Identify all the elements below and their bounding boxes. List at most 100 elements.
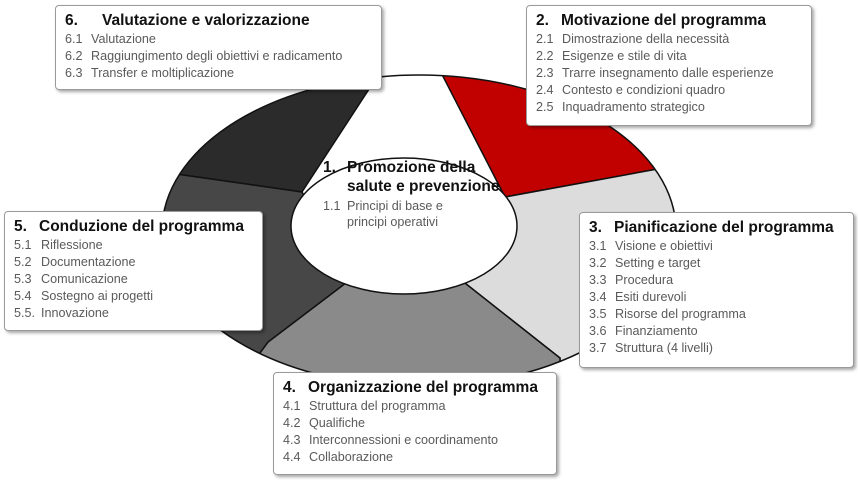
list-item-number: 6.1: [65, 32, 83, 46]
list-item-number: 3.6: [589, 324, 607, 338]
list-item-text: Innovazione: [41, 306, 109, 320]
list-item-number: 5.3: [14, 272, 32, 286]
list-item: 4.1 Struttura del programma: [283, 398, 548, 415]
list-item-text: Struttura del programma: [309, 399, 446, 413]
list-item-number: 4.4: [283, 450, 301, 464]
list-item: 6.1 Valutazione: [65, 31, 373, 48]
list-item-number: 2.2: [536, 49, 554, 63]
list-item-number: 2.5: [536, 100, 554, 114]
list-item-number: 5.5.: [14, 306, 36, 320]
conduzione-title-number: 5.: [14, 218, 27, 235]
motivazione-title: 2. Motivazione del programma: [536, 11, 803, 30]
list-item: 2.4 Contesto e condizioni quadro: [536, 82, 803, 99]
pianificazione-title-number: 3.: [589, 219, 602, 236]
list-item: 3.2 Setting e target: [589, 255, 845, 272]
list-item-text: Transfer e moltiplicazione: [91, 66, 235, 80]
list-item-text: Setting e target: [615, 256, 701, 270]
organizzazione-title-text: Organizzazione del programma: [308, 379, 538, 396]
organizzazione-title-number: 4.: [283, 379, 296, 396]
list-item-number: 6.3: [65, 66, 83, 80]
conduzione-title: 5. Conduzione del programma: [14, 217, 254, 236]
list-item-text: Risorse del programma: [615, 307, 746, 321]
motivazione-item-list: 2.1 Dimostrazione della necessità 2.2 Esige…: [536, 31, 803, 116]
box-conduzione: 5. Conduzione del programma 5.1 Riflessione…: [4, 211, 263, 331]
list-item-text: Esiti durevoli: [615, 290, 687, 304]
list-item-number: 3.7: [589, 341, 607, 355]
box-valutazione: 6. Valutazione e valorizzazione 6.1 Valutaz…: [55, 5, 382, 90]
list-item: 5.4 Sostegno ai progetti: [14, 288, 254, 305]
list-item: 4.4 Collaborazione: [283, 449, 548, 466]
list-item-text: Valutazione: [91, 32, 156, 46]
valutazione-title-text: Valutazione e valorizzazione: [102, 12, 310, 29]
list-item-number: 5.4: [14, 289, 32, 303]
list-item-number: 2.1: [536, 32, 554, 46]
box-organizzazione: 4. Organizzazione del programma 4.1 Struttu…: [273, 372, 557, 475]
motivazione-title-text: Motivazione del programma: [561, 12, 766, 29]
list-item-number: 3.4: [589, 290, 607, 304]
list-item-text: Comunicazione: [41, 272, 128, 286]
list-item: 5.3 Comunicazione: [14, 271, 254, 288]
list-item-text: Contesto e condizioni quadro: [562, 83, 726, 97]
list-item-text: Collaborazione: [309, 450, 394, 464]
list-item-number: 6.2: [65, 49, 83, 63]
list-item-text: Finanziamento: [615, 324, 698, 338]
list-item: 5.5. Innovazione: [14, 305, 254, 322]
center-item-number: 1.1: [323, 199, 341, 213]
list-item-text: Inquadramento strategico: [562, 100, 705, 114]
list-item-text: Documentazione: [41, 255, 136, 269]
center-number: 1.: [323, 159, 336, 176]
list-item: 3.5 Risorse del programma: [589, 306, 845, 323]
center-title-line2: salute e prevenzione: [347, 178, 500, 195]
valutazione-title: 6. Valutazione e valorizzazione: [65, 11, 373, 30]
list-item-number: 3.2: [589, 256, 607, 270]
list-item-text: Trarre insegnamento dalle esperienze: [562, 66, 774, 80]
list-item-number: 2.3: [536, 66, 554, 80]
list-item: 3.7 Struttura (4 livelli): [589, 340, 845, 357]
list-item-number: 3.3: [589, 273, 607, 287]
list-item: 2.1 Dimostrazione della necessità: [536, 31, 803, 48]
list-item-text: Riflessione: [41, 238, 103, 252]
list-item: 3.4 Esiti durevoli: [589, 289, 845, 306]
list-item: 6.3 Transfer e moltiplicazione: [65, 65, 373, 82]
center-title-line1: Promozione della: [347, 159, 476, 176]
center-ellipse: [290, 157, 518, 295]
conduzione-title-text: Conduzione del programma: [39, 218, 244, 235]
list-item-number: 2.4: [536, 83, 554, 97]
list-item-number: 4.1: [283, 399, 301, 413]
valutazione-title-number: 6.: [65, 12, 78, 29]
list-item-text: Struttura (4 livelli): [615, 341, 713, 355]
list-item-text: Raggiungimento degli obiettivi e radicam…: [91, 49, 343, 63]
center-item-line1: Principi di base e: [347, 199, 443, 213]
list-item: 2.5 Inquadramento strategico: [536, 99, 803, 116]
list-item-number: 4.2: [283, 416, 301, 430]
list-item-text: Dimostrazione della necessità: [562, 32, 730, 46]
list-item-text: Esigenze e stile di vita: [562, 49, 687, 63]
list-item-number: 4.3: [283, 433, 301, 447]
list-item: 5.1 Riflessione: [14, 237, 254, 254]
valutazione-item-list: 6.1 Valutazione 6.2 Raggiungimento degli ob…: [65, 31, 373, 82]
pianificazione-title: 3. Pianificazione del programma: [589, 218, 845, 237]
center-label: 1. Promozione della salute e prevenzione…: [293, 158, 513, 278]
motivazione-title-number: 2.: [536, 12, 549, 29]
list-item: 3.6 Finanziamento: [589, 323, 845, 340]
list-item-text: Visione e obiettivi: [615, 239, 713, 253]
list-item-text: Sostegno ai progetti: [41, 289, 154, 303]
pianificazione-title-text: Pianificazione del programma: [614, 219, 834, 236]
center-item-line2: principi operativi: [347, 215, 438, 229]
list-item-text: Qualifiche: [309, 416, 366, 430]
list-item-number: 3.5: [589, 307, 607, 321]
list-item: 6.2 Raggiungimento degli obiettivi e radi…: [65, 48, 373, 65]
list-item: 2.2 Esigenze e stile di vita: [536, 48, 803, 65]
list-item: 3.3 Procedura: [589, 272, 845, 289]
list-item-text: Procedura: [615, 273, 674, 287]
list-item: 4.2 Qualifiche: [283, 415, 548, 432]
list-item: 2.3 Trarre insegnamento dalle esperienze: [536, 65, 803, 82]
list-item-number: 5.1: [14, 238, 32, 252]
